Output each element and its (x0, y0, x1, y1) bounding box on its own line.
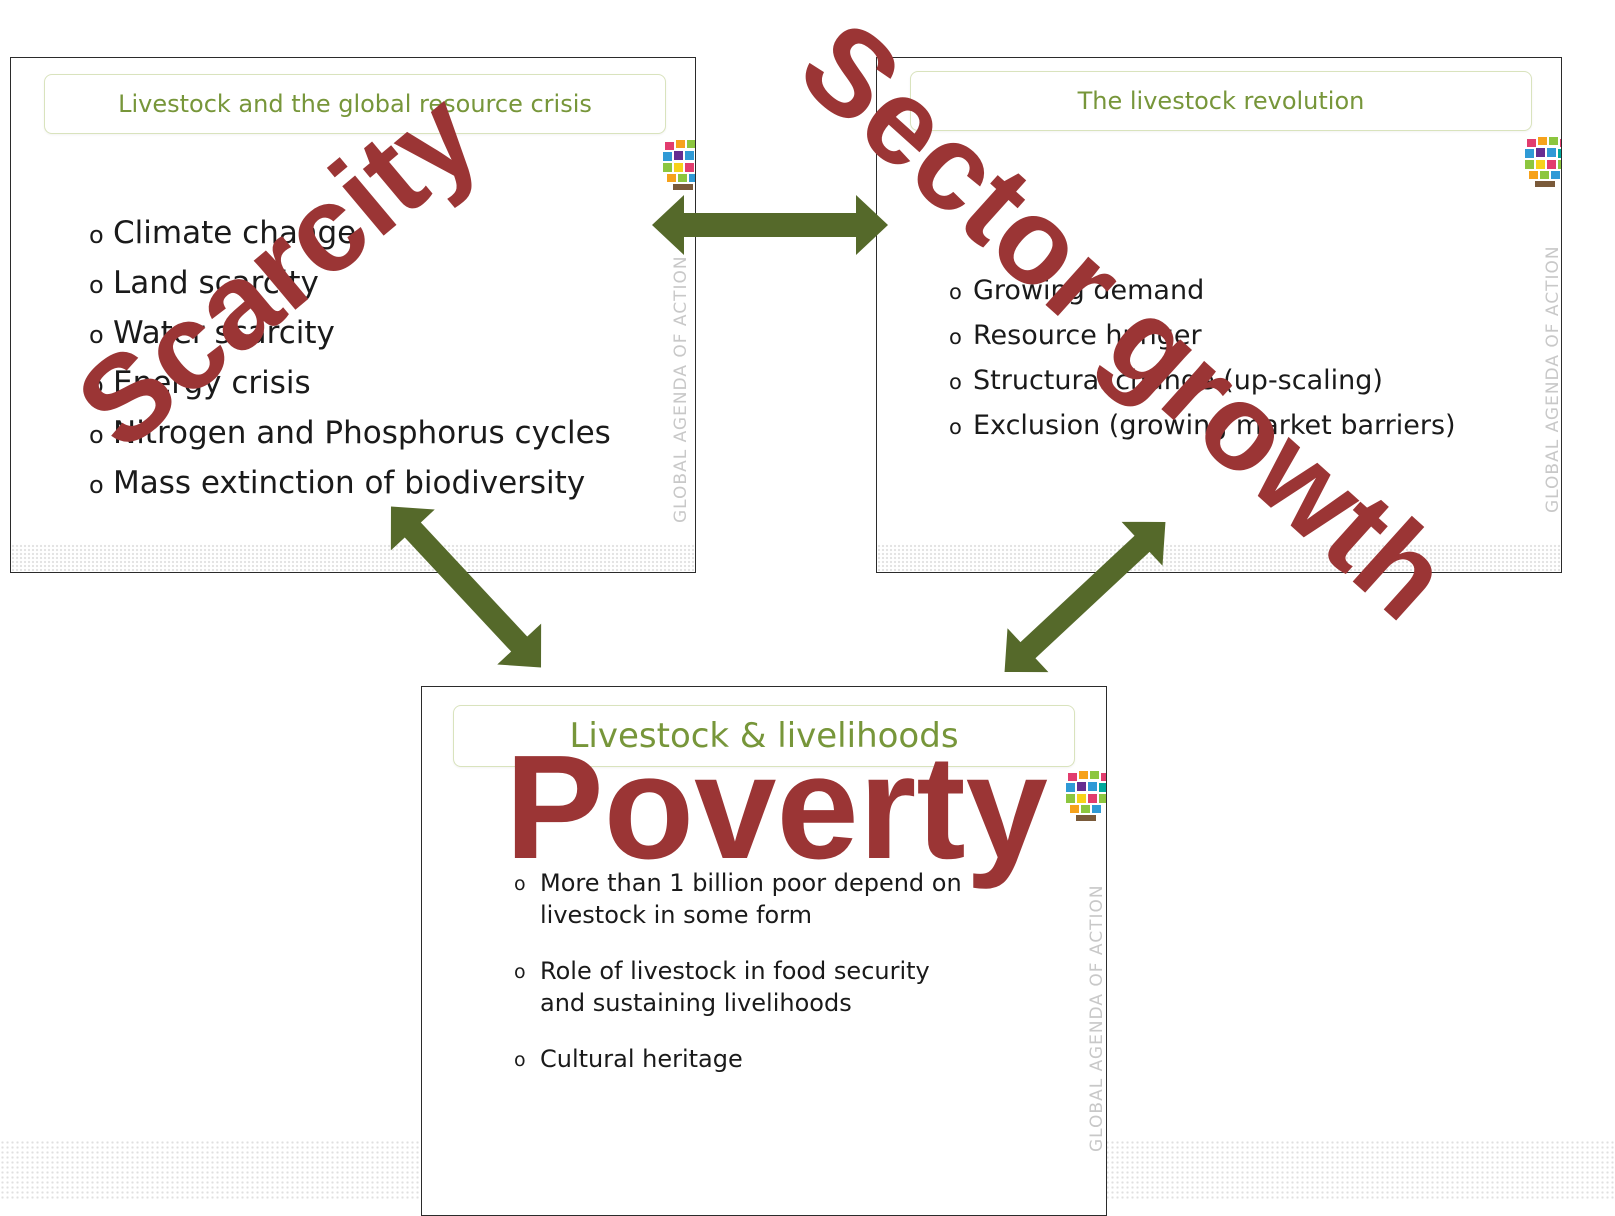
list-item: o Resource hunger (949, 313, 1456, 358)
slide-footer-band (877, 544, 1561, 572)
list-item: o Role of livestock in food security and… (514, 955, 962, 1019)
bullet-marker: o (949, 280, 962, 304)
double-arrow-icon (1004, 521, 1166, 673)
list-item-text: Resource hunger (973, 320, 1202, 351)
list-item: o Mass extinction of biodiversity (89, 458, 611, 508)
bullet-marker: o (89, 371, 104, 399)
slide-title: Livestock and the global resource crisis (118, 90, 592, 118)
list-item-text: livestock in some form (540, 901, 813, 929)
list-item: o Land scarcity (89, 258, 611, 308)
slide-title-box: Livestock & livelihoods (453, 705, 1075, 767)
bullet-marker: o (514, 1049, 526, 1071)
bullet-marker: o (89, 271, 104, 299)
list-item: o Exclusion (growing market barriers) (949, 403, 1456, 448)
list-item: o Cultural heritage (514, 1043, 962, 1075)
list-item: o Climate change (89, 208, 611, 258)
list-item-text: More than 1 billion poor depend on (540, 869, 962, 897)
bullet-marker: o (949, 415, 962, 439)
slide-title: Livestock & livelihoods (569, 716, 959, 756)
list-item: o Growing demand (949, 268, 1456, 313)
bullet-list: o More than 1 billion poor depend on liv… (514, 867, 962, 1075)
list-item-text: Exclusion (growing market barriers) (973, 410, 1456, 441)
list-item-text: Mass extinction of biodiversity (113, 465, 586, 501)
list-item: o More than 1 billion poor depend on liv… (514, 867, 962, 931)
globe-logo-icon (663, 140, 695, 190)
list-item: o Energy crisis (89, 358, 611, 408)
bullet-marker: o (514, 873, 526, 895)
bullet-marker: o (89, 471, 104, 499)
slide-title: The livestock revolution (1077, 87, 1365, 115)
bullet-marker: o (89, 221, 104, 249)
slide-title-box: The livestock revolution (910, 71, 1532, 131)
slide-livestock-livelihoods: Livestock & livelihoods o More than 1 bi… (421, 686, 1107, 1216)
slide-livestock-revolution: The livestock revolution o Growing deman… (876, 57, 1562, 573)
list-item-text: Cultural heritage (540, 1045, 743, 1073)
list-item-text: Role of livestock in food security (540, 957, 930, 985)
globe-logo-icon (1066, 771, 1106, 821)
slide-resource-crisis: Livestock and the global resource crisis… (10, 57, 696, 573)
list-item-text: Growing demand (973, 275, 1205, 306)
double-arrow-icon (652, 195, 888, 255)
bullet-marker: o (89, 321, 104, 349)
slide-footer-band (11, 544, 695, 572)
bullet-marker: o (949, 370, 962, 394)
bullet-list: o Growing demand o Resource hunger o Str… (949, 268, 1456, 448)
list-item-text: Land scarcity (113, 265, 319, 301)
list-item: o Water scarcity (89, 308, 611, 358)
list-item: o Nitrogen and Phosphorus cycles (89, 408, 611, 458)
bullet-marker: o (514, 961, 526, 983)
list-item-text: Energy crisis (113, 365, 311, 401)
bullet-list: o Climate change o Land scarcity o Water… (89, 208, 611, 508)
list-item-text: and sustaining livelihoods (540, 989, 852, 1017)
slide-title-box: Livestock and the global resource crisis (44, 74, 666, 134)
overlay-poverty: Poverty (505, 725, 1048, 890)
globe-logo-icon (1525, 137, 1561, 187)
list-item-text: Structural change (up-scaling) (973, 365, 1383, 396)
list-item: o Structural change (up-scaling) (949, 358, 1456, 403)
double-arrow-icon (390, 506, 542, 668)
list-item-text: Nitrogen and Phosphorus cycles (113, 415, 611, 451)
bullet-marker: o (89, 421, 104, 449)
bullet-marker: o (949, 325, 962, 349)
list-item-text: Climate change (113, 215, 357, 251)
list-item-text: Water scarcity (113, 315, 335, 351)
